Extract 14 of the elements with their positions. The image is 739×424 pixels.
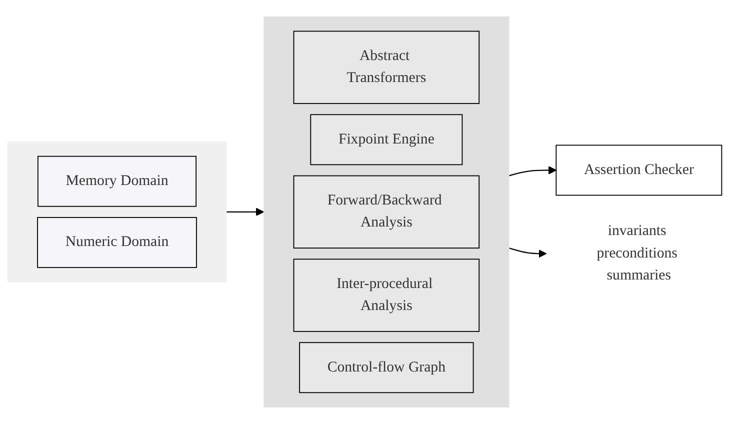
cluster [264, 16, 510, 408]
node-box: Memory Domain [37, 156, 197, 207]
node-box: Inter-procedural Analysis [293, 258, 480, 332]
node-box: Abstract Transformers [293, 30, 480, 104]
arrow [226, 208, 264, 216]
arrow [509, 166, 557, 176]
node-box: Control-flow Graph [299, 342, 474, 394]
cluster [7, 142, 227, 282]
node-text: invariants preconditions summaries [596, 223, 678, 284]
node-box: Forward/Backward Analysis [293, 175, 480, 249]
node-box: Assertion Checker [556, 144, 722, 196]
node-box: Numeric Domain [37, 217, 197, 268]
arrow [509, 248, 547, 258]
node-box: Fixpoint Engine [310, 114, 463, 166]
